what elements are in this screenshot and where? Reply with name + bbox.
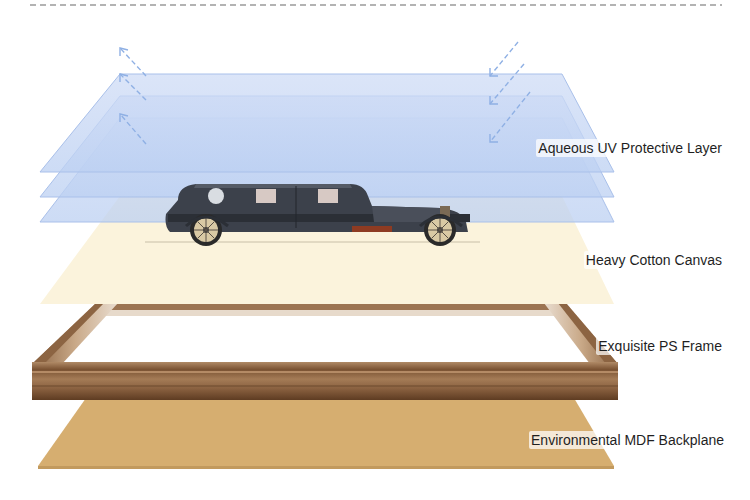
press-arrows [120, 42, 530, 144]
ps-frame [32, 303, 618, 400]
part-label: Exquisite PS Frame [596, 337, 724, 355]
mdf-backplane [38, 398, 614, 466]
part-label: Heavy Cotton Canvas [584, 251, 724, 269]
part-label: Aqueous UV Protective Layer [536, 139, 724, 157]
mdf-edge [38, 466, 614, 469]
arrow-heads [120, 48, 498, 142]
uv-layers [40, 74, 614, 222]
part-label: Environmental MDF Backplane [529, 431, 726, 449]
dashed-rule [30, 4, 722, 6]
vintage-car [145, 184, 480, 246]
